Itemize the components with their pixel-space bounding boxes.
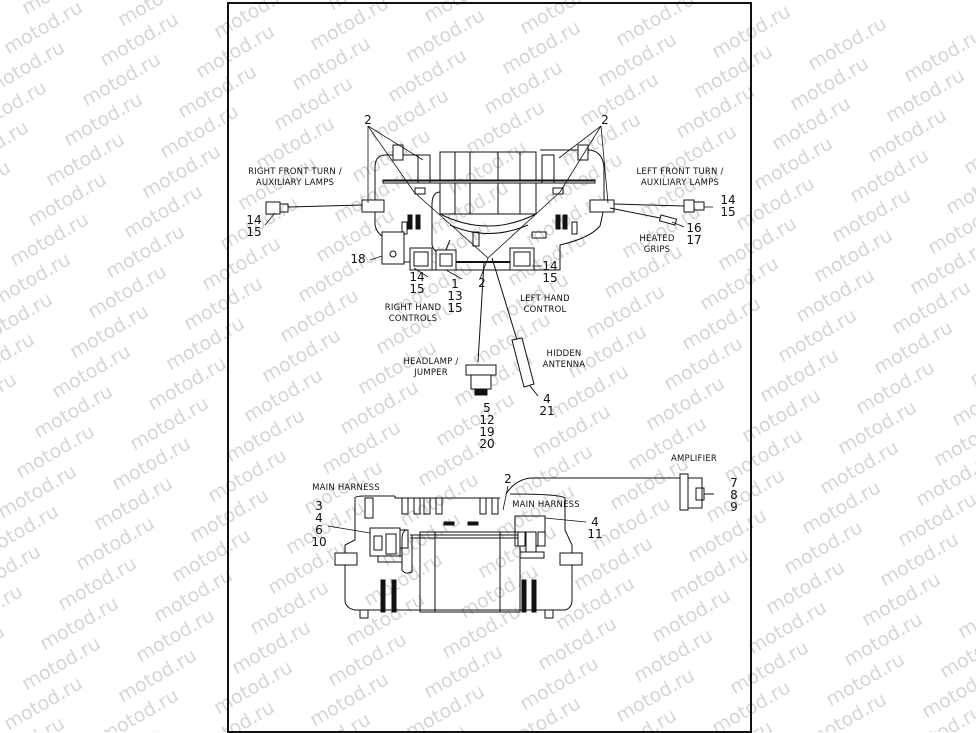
hidden-antenna-part [491, 257, 539, 397]
upper-fairing-bracket [374, 144, 605, 271]
callout-bracket-18: 18 [350, 252, 366, 266]
callout-2-top-right: 2 [601, 113, 609, 127]
callout-antenna: 4 21 [539, 392, 555, 418]
label-heated-grips: HEATED GRIPS [639, 234, 675, 255]
headlamp-jumper-part [465, 261, 497, 396]
callout-left-hand: 14 15 [542, 259, 558, 285]
callout-main-harness-left: 3 4 6 10 [311, 499, 327, 549]
hand-control-connectors [409, 247, 535, 271]
label-headlamp-jumper: HEADLAMP / JUMPER [403, 357, 459, 378]
heated-grips-connector-part [609, 207, 678, 226]
label-right-front-turn: RIGHT FRONT TURN / AUXILIARY LAMPS [248, 167, 342, 188]
label-right-hand-controls: RIGHT HAND CONTROLS [384, 303, 442, 324]
label-left-front-turn: LEFT FRONT TURN / AUXILIARY LAMPS [636, 167, 724, 188]
label-main-harness-left: MAIN HARNESS [312, 483, 380, 493]
callout-right-hand-a: 14 15 [409, 270, 425, 296]
callout-headlamp: 5 12 19 20 [479, 401, 495, 451]
callout-heated-grips: 16 17 [686, 221, 702, 247]
callout-right-hand-b: 1 13 15 [447, 277, 463, 315]
amplifier-part [679, 473, 714, 511]
label-left-hand-control: LEFT HAND CONTROL [520, 294, 570, 315]
lower-fairing-bracket [334, 477, 680, 619]
label-amplifier: AMPLIFIER [671, 454, 717, 464]
callout-2-lower: 2 [504, 472, 512, 486]
leader-lines-lower [327, 485, 587, 534]
callout-right-lamp: 14 15 [246, 213, 262, 239]
left-lamp-connector-part [613, 199, 705, 213]
leader-lines-upper [264, 125, 713, 280]
label-hidden-antenna: HIDDEN ANTENNA [542, 349, 586, 370]
label-main-harness-right: MAIN HARNESS [512, 500, 580, 510]
callout-2-top-left: 2 [364, 113, 372, 127]
callout-main-harness-right: 4 11 [587, 515, 603, 541]
callout-amplifier: 7 8 9 [730, 476, 738, 514]
callout-2-center: 2 [478, 276, 486, 290]
bracket-side-connectors [361, 199, 615, 213]
right-lamp-connector-part [265, 201, 363, 215]
callout-left-lamp: 14 15 [720, 193, 736, 219]
